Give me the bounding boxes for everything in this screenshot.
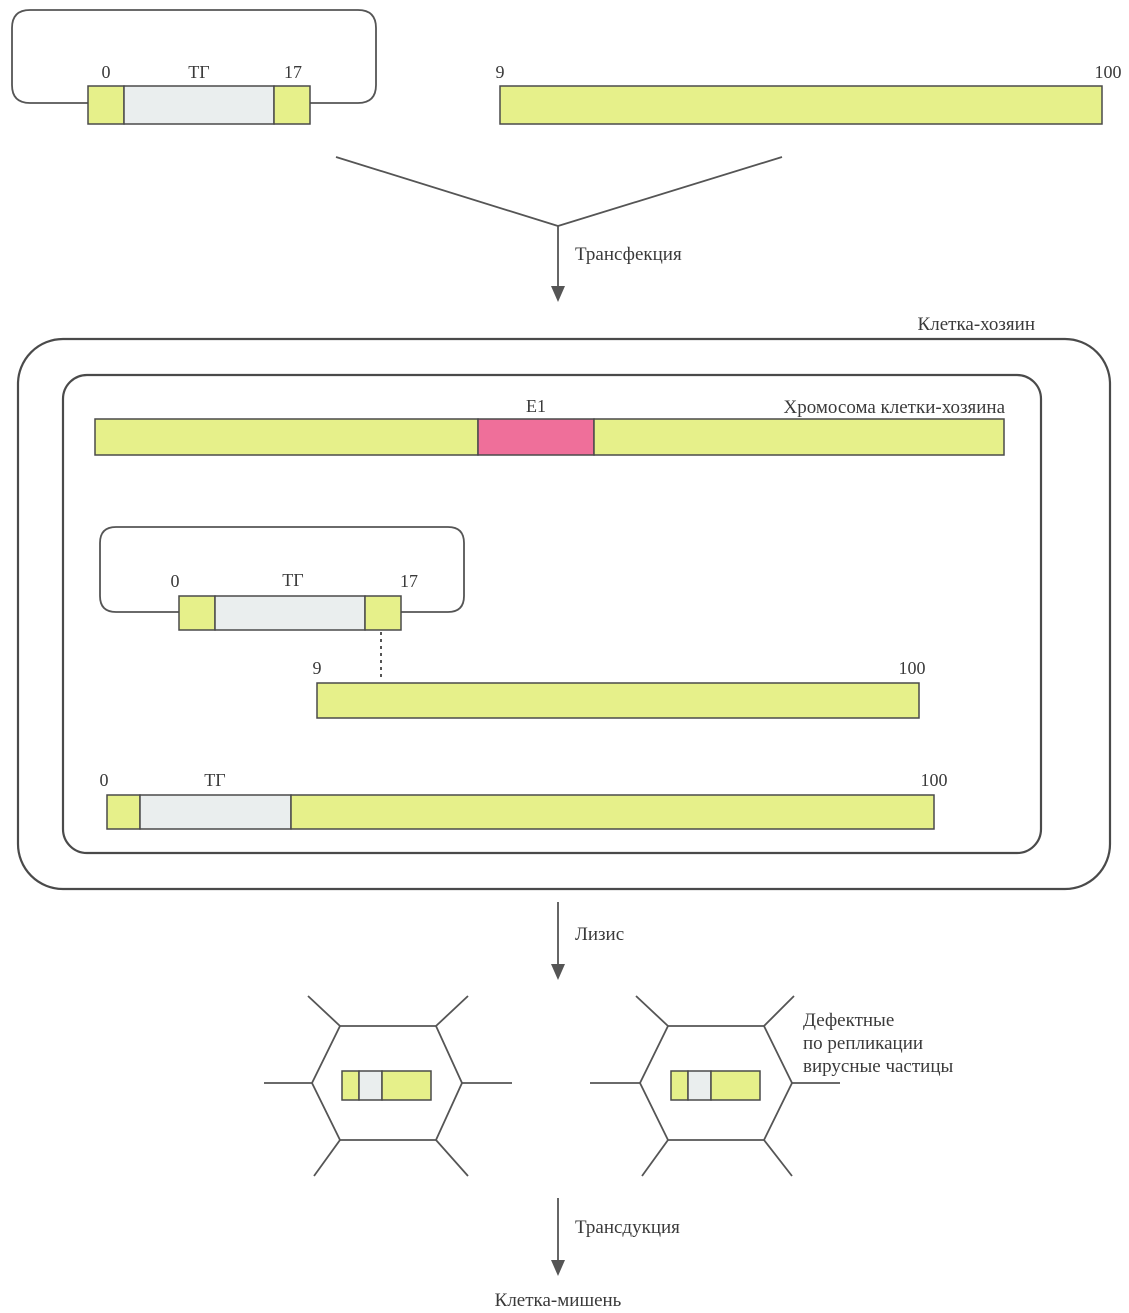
host-plasmid: 0 ТГ 17	[100, 527, 464, 630]
recombinant-genome: 0 ТГ 100	[100, 770, 948, 829]
recombinant-body	[291, 795, 934, 829]
top-fragment: 9 100	[496, 62, 1122, 124]
top-plasmid-left-arm	[88, 86, 124, 124]
top-fragment-start-label: 9	[496, 62, 505, 82]
particle-1-body	[382, 1071, 431, 1100]
recombinant-left-arm	[107, 795, 140, 829]
top-plasmid-right-arm	[274, 86, 310, 124]
chromosome-e1-gene	[478, 419, 594, 455]
top-plasmid-end-label: 17	[284, 62, 302, 82]
recombinant-transgene	[140, 795, 291, 829]
particles-label-line2: по репликации	[803, 1033, 923, 1054]
particle-2-transgene	[688, 1071, 711, 1100]
recombinant-insert-label: ТГ	[204, 770, 225, 790]
lysis-label: Лизис	[575, 924, 624, 945]
host-plasmid-right-arm	[365, 596, 401, 630]
viral-particle-1	[264, 996, 512, 1176]
host-plasmid-end-label: 17	[400, 571, 418, 591]
particle-1-transgene	[359, 1071, 382, 1100]
host-fragment: 9 100	[313, 658, 926, 718]
target-cell-label: Клетка-мишень	[495, 1290, 622, 1311]
top-plasmid-transgene	[124, 86, 274, 124]
transduction-label: Трансдукция	[575, 1217, 680, 1238]
host-fragment-start-label: 9	[313, 658, 322, 678]
host-cell-label: Клетка-хозяин	[918, 314, 1035, 335]
transfection-arrow: Трансфекция	[336, 157, 782, 302]
recombinant-start-label: 0	[100, 770, 109, 790]
top-plasmid-insert-label: ТГ	[188, 62, 209, 82]
transduction-arrow: Трансдукция	[551, 1198, 680, 1276]
particle-1-left-arm	[342, 1071, 359, 1100]
host-plasmid-left-arm	[179, 596, 215, 630]
particles-label-line3: вирусные частицы	[803, 1056, 953, 1077]
host-chromosome: E1 Хромосома клетки-хозяина	[95, 396, 1006, 455]
top-fragment-bar	[500, 86, 1102, 124]
host-plasmid-transgene	[215, 596, 365, 630]
transfection-label: Трансфекция	[575, 244, 682, 265]
host-plasmid-insert-label: ТГ	[282, 570, 303, 590]
particle-2-body	[711, 1071, 760, 1100]
particles-label-line1: Дефектные	[803, 1010, 894, 1031]
chromosome-label: Хромосома клетки-хозяина	[784, 397, 1006, 418]
top-fragment-end-label: 100	[1095, 62, 1122, 82]
top-plasmid-start-label: 0	[102, 62, 111, 82]
particle-2-left-arm	[671, 1071, 688, 1100]
particles-label: Дефектные по репликации вирусные частицы	[803, 1010, 953, 1077]
host-plasmid-start-label: 0	[171, 571, 180, 591]
top-plasmid: 0 ТГ 17	[12, 10, 376, 124]
host-fragment-end-label: 100	[899, 658, 926, 678]
recombinant-end-label: 100	[921, 770, 948, 790]
chromosome-right	[594, 419, 1004, 455]
chromosome-left	[95, 419, 478, 455]
e1-label: E1	[526, 396, 546, 416]
host-fragment-bar	[317, 683, 919, 718]
lysis-arrow: Лизис	[551, 902, 624, 980]
